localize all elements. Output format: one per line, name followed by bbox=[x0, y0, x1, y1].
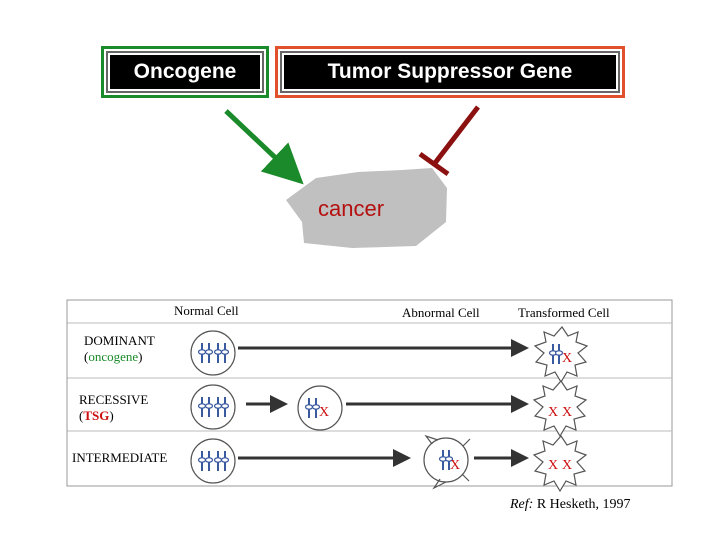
mutation-mark-dominant-transformed: X bbox=[562, 351, 572, 366]
column-header-transformed-cell: Transformed Cell bbox=[518, 305, 610, 320]
column-header-normal-cell: Normal Cell bbox=[174, 303, 239, 318]
reference-text: R Hesketh, 1997 bbox=[536, 497, 631, 512]
oncogene-box-border bbox=[101, 46, 269, 98]
row-label-dominant: DOMINANT bbox=[84, 333, 155, 348]
row-label-recessive: RECESSIVE bbox=[79, 392, 149, 407]
tsg-label: Tumor Suppressor Gene bbox=[284, 55, 616, 89]
cancer-blob bbox=[286, 168, 447, 248]
cancer-label: cancer bbox=[318, 196, 385, 221]
mutation-mark-intermediate-abnormal: X bbox=[450, 458, 460, 473]
mutation-mark-recessive-abnormal: X bbox=[319, 405, 329, 420]
mutation-mark-recessive-transformed-1: X bbox=[548, 405, 558, 420]
row-dominant-normal-cell bbox=[190, 330, 236, 376]
row-intermediate-normal-cell bbox=[190, 438, 236, 484]
row-label-intermediate: INTERMEDIATE bbox=[72, 450, 168, 465]
tsg-box-frame bbox=[280, 51, 620, 93]
row-intermediate-abnormal-cell bbox=[423, 434, 471, 490]
row-sublabel-dominant: (oncogene) bbox=[84, 349, 143, 364]
mutation-mark-intermediate-transformed-2: X bbox=[562, 458, 572, 473]
keyword-oncogene: oncogene bbox=[88, 349, 139, 364]
mutation-mark-recessive-transformed-2: X bbox=[562, 405, 572, 420]
row-recessive-transformed-cell bbox=[532, 380, 588, 438]
row-sublabel-recessive: (TSG) bbox=[79, 408, 114, 423]
row-intermediate-transformed-cell bbox=[532, 435, 588, 493]
reference-citation: Ref: R Hesketh, 1997 bbox=[510, 497, 631, 513]
tsg-box-border bbox=[275, 46, 625, 98]
oncogene-box-frame bbox=[106, 51, 264, 93]
row-recessive-normal-cell bbox=[190, 384, 236, 430]
activation-arrow bbox=[224, 109, 304, 185]
inhibition-arrow bbox=[418, 105, 480, 177]
row-recessive-abnormal-cell bbox=[297, 385, 343, 431]
reference-prefix: Ref: bbox=[510, 497, 534, 512]
oncogene-label: Oncogene bbox=[110, 55, 260, 89]
mutation-mark-intermediate-transformed-1: X bbox=[548, 458, 558, 473]
column-header-abnormal-cell: Abnormal Cell bbox=[402, 305, 480, 320]
keyword-tsg: TSG bbox=[83, 408, 110, 423]
